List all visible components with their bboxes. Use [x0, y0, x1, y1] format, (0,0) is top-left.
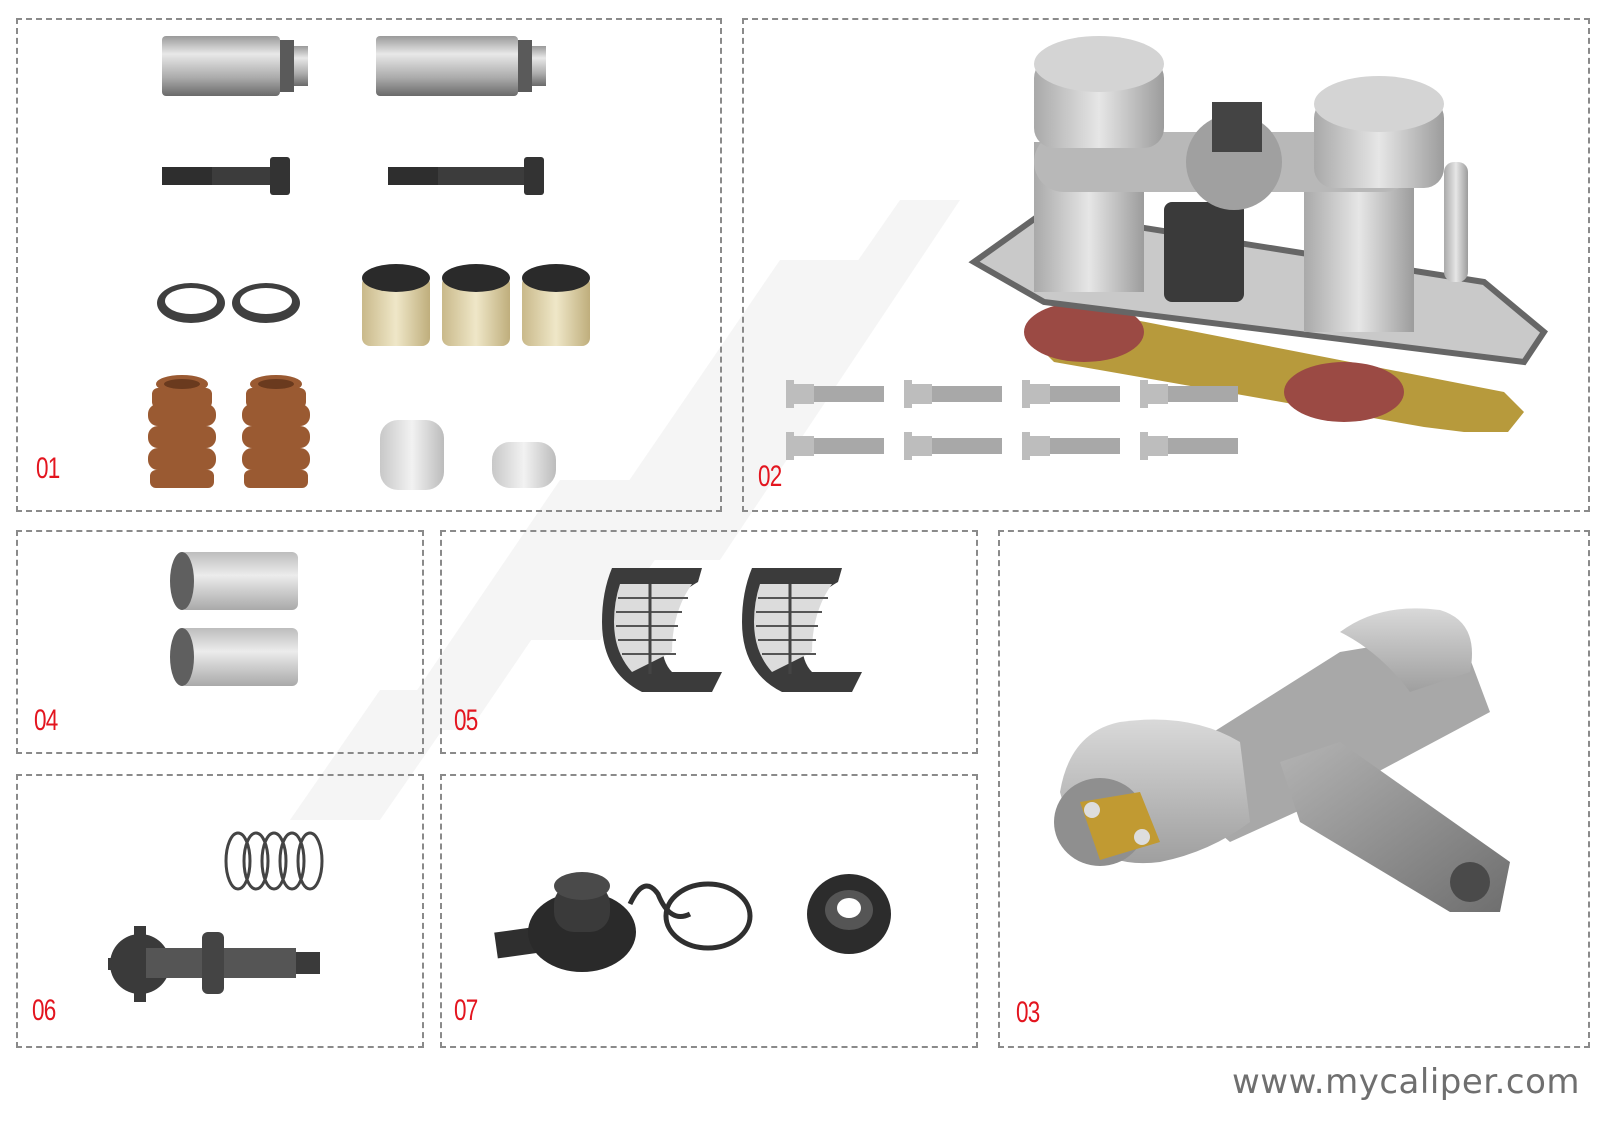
guide-pin-icon	[162, 36, 308, 96]
seal-ring-icon	[157, 283, 225, 323]
panel-07: 07	[440, 774, 978, 1048]
panel-03: 03	[998, 530, 1590, 1048]
spring-icon	[224, 831, 324, 891]
panel-number: 01	[36, 452, 60, 485]
oil-seal-icon	[807, 874, 891, 954]
cylindrical-pin-icon	[170, 552, 298, 686]
metal-cap-icon	[380, 420, 556, 490]
panel-number: 02	[758, 460, 782, 493]
panel-number: 05	[454, 704, 478, 737]
panel-02: 02	[742, 18, 1590, 512]
dust-boot-icon	[148, 375, 310, 488]
panel-number: 03	[1016, 996, 1040, 1029]
needle-bearing-icon	[602, 568, 862, 692]
adjuster-assembly-icon	[968, 36, 1548, 432]
panel-04: 04	[16, 530, 424, 754]
seal-ring-icon	[232, 283, 300, 323]
panel-number: 04	[34, 704, 58, 737]
panel-number: 06	[32, 994, 56, 1027]
bolt-icon	[162, 157, 290, 195]
caliper-lever-icon	[1054, 608, 1510, 912]
guide-pin-icon	[376, 36, 546, 96]
panel-06: 06	[16, 774, 424, 1048]
adjuster-cap-icon	[494, 872, 753, 972]
panel-05: 05	[440, 530, 978, 754]
flange-bolts-icon	[786, 380, 1238, 460]
panel-number: 07	[454, 994, 478, 1027]
bushing-icon	[362, 264, 590, 346]
bolt-icon	[388, 157, 544, 195]
panel-01: 01	[16, 18, 722, 512]
gear-shaft-icon	[108, 926, 320, 1002]
website-url[interactable]: www.mycaliper.com	[1232, 1062, 1581, 1102]
